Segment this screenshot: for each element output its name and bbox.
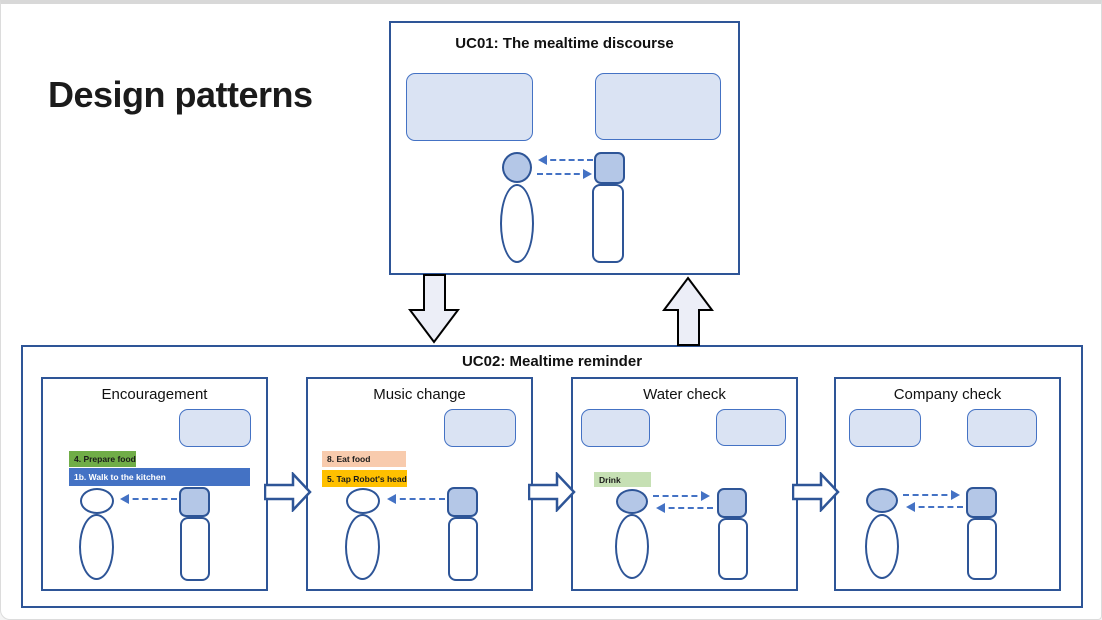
robot-head [717, 488, 747, 518]
robot-head [594, 152, 625, 184]
robot-body [718, 518, 748, 580]
scene-rect [967, 409, 1037, 447]
dashed-arrow-to-robot-icon [537, 169, 592, 179]
person-head [80, 488, 114, 514]
person-body [500, 184, 534, 263]
robot-head [447, 487, 478, 517]
step-bar: 8. Eat food [322, 451, 406, 467]
scene-rect [595, 73, 721, 140]
dashed-arrow-to-person-icon [656, 503, 713, 513]
flow-arrow-right-icon [792, 472, 840, 512]
robot-head [179, 487, 210, 517]
page-title: Design patterns [48, 74, 313, 115]
dashed-arrow-to-robot-icon [903, 490, 960, 500]
person-head [346, 488, 380, 514]
step-bar: 5. Tap Robot's head [322, 470, 407, 487]
robot-body [448, 517, 478, 581]
dashed-arrow-to-person-icon [538, 155, 593, 165]
person-body [615, 514, 649, 579]
panel-title: Music change [373, 386, 466, 403]
flow-arrow-up-icon [662, 276, 714, 346]
uc01-title: UC01: The mealtime discourse [455, 35, 674, 52]
flow-arrow-down-icon [408, 274, 460, 344]
person-head [866, 488, 898, 513]
panel-music-change: Music change 8. Eat food 5. Tap Robot's … [306, 377, 533, 591]
step-bar: 4. Prepare food [69, 451, 136, 467]
panel-company-check: Company check [834, 377, 1061, 591]
scene-rect [444, 409, 516, 447]
person-head [616, 489, 648, 514]
panel-water-check: Water check Drink [571, 377, 798, 591]
flow-arrow-right-icon [528, 472, 576, 512]
person-body [345, 514, 380, 580]
robot-body [180, 517, 210, 581]
dashed-arrow-to-person-icon [387, 494, 445, 504]
scene-rect [179, 409, 251, 447]
person-body [79, 514, 114, 580]
scene-rect [849, 409, 921, 447]
panel-title: Water check [643, 386, 726, 403]
robot-body [967, 518, 997, 580]
scene-rect [581, 409, 650, 447]
scene-rect [716, 409, 786, 446]
scene-rect [406, 73, 533, 141]
panel-encouragement: Encouragement 4. Prepare food 1b. Walk t… [41, 377, 268, 591]
person-head [502, 152, 532, 183]
step-bar: 1b. Walk to the kitchen [69, 468, 250, 486]
person-body [865, 514, 899, 579]
robot-body [592, 184, 624, 263]
dashed-arrow-to-person-icon [906, 502, 963, 512]
dashed-arrow-to-robot-icon [653, 491, 710, 501]
dashed-arrow-to-person-icon [120, 494, 177, 504]
panel-title: Company check [893, 386, 1002, 403]
robot-head [966, 487, 997, 518]
step-bar: Drink [594, 472, 651, 487]
uc02-title: UC02: Mealtime reminder [461, 353, 643, 370]
uc01-box: UC01: The mealtime discourse [389, 21, 740, 275]
panel-title: Encouragement [101, 386, 208, 403]
flow-arrow-right-icon [264, 472, 312, 512]
